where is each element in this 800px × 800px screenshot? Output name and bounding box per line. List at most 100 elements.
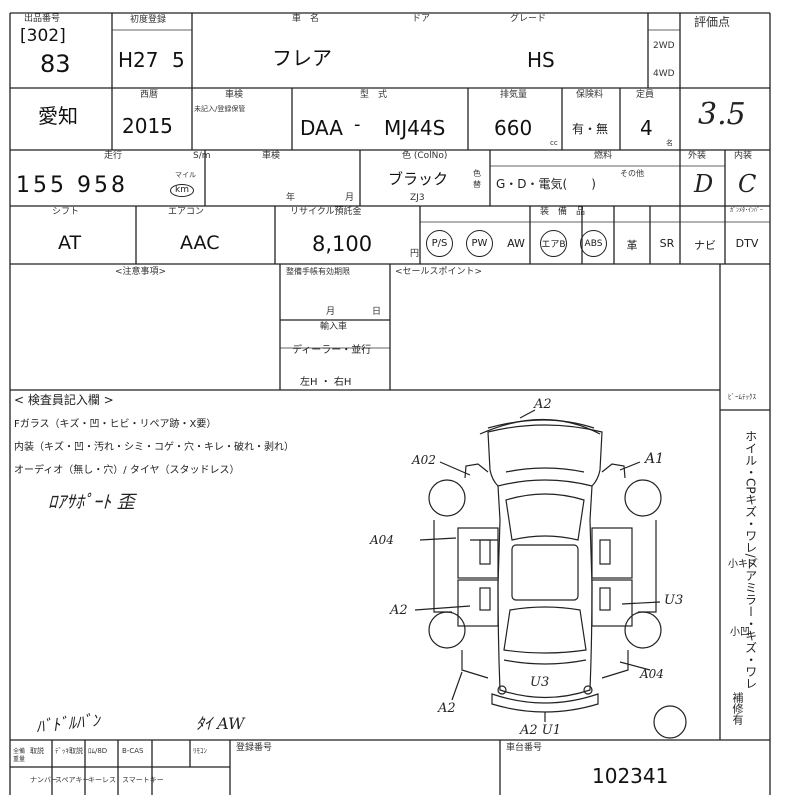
interior: C xyxy=(738,170,757,198)
cc-label: 排気量 xyxy=(500,90,528,100)
capacity-label: 定員 xyxy=(636,90,655,100)
reg-number-label: 登録番号 xyxy=(236,743,273,753)
equip-label: 装 備 品 xyxy=(540,207,586,217)
fee: 有・無 xyxy=(572,122,609,136)
side-extra: 補修有 xyxy=(731,692,744,725)
color-change: 色替 xyxy=(473,169,481,190)
shift: AT xyxy=(58,232,82,254)
door-label: ドア xyxy=(412,14,431,24)
reg-month: 5 xyxy=(172,48,185,72)
lot-number: 83 xyxy=(40,50,71,78)
recycle-label: リサイクル預託金 xyxy=(290,207,362,217)
inspect-label: 車検 xyxy=(225,90,244,100)
kit-label-bcas: B-CAS xyxy=(122,747,144,755)
warranty-day: 日 xyxy=(372,307,382,317)
dealer: ディーラー・並行 xyxy=(292,345,372,356)
import-label: 輸入車 xyxy=(320,322,348,332)
car-name: フレア xyxy=(272,46,332,70)
equip-airbag: エアB xyxy=(540,230,567,257)
fee-label: 保険料 xyxy=(576,90,604,100)
kit-label-rom: ﾛﾑ/8D xyxy=(88,747,108,755)
damage-mark-rear-center: U3 xyxy=(530,675,550,690)
inspect-note: 未記入/登録保管 xyxy=(194,105,246,113)
year-unit: 年 xyxy=(286,193,296,203)
year: 2015 xyxy=(122,114,173,138)
score: 3.5 xyxy=(698,97,746,132)
side-small-2: 小凹 xyxy=(730,627,750,638)
drive-4wd: 4WD xyxy=(653,69,675,79)
damage-mark-bottom-center: A2 U1 xyxy=(520,723,562,738)
fuel: G・D・電気( ) xyxy=(496,177,596,191)
equip-navi: ナビ xyxy=(694,239,716,252)
odo-unit-label: S/m xyxy=(193,151,211,161)
name-label: 車 名 xyxy=(292,14,320,24)
odo-label: 走行 xyxy=(104,151,123,161)
sale-label: <セールスポイント> xyxy=(395,267,483,277)
cc-unit: cc xyxy=(550,139,558,147)
side-label: 全備重量 xyxy=(13,748,26,763)
damage-mark-front-left: A02 xyxy=(412,453,436,467)
caution-label: <注意事項> xyxy=(115,267,167,277)
inspector-comment: ﾛｱｻﾎﾟｰﾄ 歪 xyxy=(48,492,135,513)
kit-label-spare: スペアキー xyxy=(55,776,90,784)
side-note: ホイル・CPキズ・ワレ/ドアミラー・キズ・ワレ xyxy=(743,430,758,690)
damage-mark-right-rear: U3 xyxy=(664,593,684,608)
kit-label-manual: 取説 xyxy=(30,747,44,755)
mileage: 155 958 xyxy=(16,173,128,198)
equip-aw: AW xyxy=(507,237,525,250)
reg-label: 初度登録 xyxy=(130,15,167,25)
model-label: 型 式 xyxy=(360,90,388,100)
inspector-title: < 検査員記入欄 > xyxy=(14,393,114,407)
frame-number-label: 車台番号 xyxy=(506,743,543,753)
year-label: 西暦 xyxy=(140,90,159,100)
ac-label: エアコン xyxy=(168,207,205,217)
equip-abs: ABS xyxy=(580,230,607,257)
glass-note: Fガラス（キズ・凹・ヒビ・リペア跡・X要） xyxy=(14,419,217,430)
recycle: 8,100 xyxy=(312,232,373,256)
kit-label-smartkey: スマートキー xyxy=(122,776,164,784)
equip-dtv: DTV xyxy=(735,237,759,250)
cc: 660 xyxy=(494,116,533,140)
venue-label: 出品番号 xyxy=(24,14,61,24)
color-code: ZJ3 xyxy=(410,193,425,203)
mileage-unit-top: マイル xyxy=(175,171,196,179)
equip-leather: 革 xyxy=(626,239,638,252)
damage-mark-left-rear: A2 xyxy=(390,603,408,618)
warranty-month: 月 xyxy=(326,307,336,317)
recycle-unit: 円 xyxy=(410,249,420,259)
capacity-unit: 名 xyxy=(666,139,673,147)
fuel-other: その他 xyxy=(620,169,644,178)
interior-note: 内装（キズ・凹・汚れ・シミ・コゲ・穴・キレ・破れ・剥れ） xyxy=(14,442,294,453)
month-unit: 月 xyxy=(345,193,355,203)
color-label: 色 (ColNo) xyxy=(402,151,448,161)
damage-mark-top: A2 xyxy=(534,397,552,412)
handle: 左H ・ 右H xyxy=(300,377,352,388)
shift-label: シフト xyxy=(52,207,80,217)
kit-label-keyless: キーレス xyxy=(88,776,116,784)
equip-sr: SR xyxy=(659,237,675,250)
model: MJ44S xyxy=(384,116,446,140)
color: ブラック xyxy=(388,170,449,188)
bottom-note-2: ﾀｲ AW xyxy=(196,714,245,733)
reg-year: H27 xyxy=(118,48,159,72)
model-dash: - xyxy=(354,114,361,135)
frame-number: 102341 xyxy=(592,764,669,788)
exterior: D xyxy=(694,170,714,198)
kit-label-deck: ﾃﾞｯｷ取説 xyxy=(55,747,83,755)
side-small-1: 小キズ xyxy=(728,559,758,570)
damage-mark-right-bottom: A04 xyxy=(640,667,664,681)
damage-mark-bottom-left: A2 xyxy=(438,701,456,716)
grade: HS xyxy=(527,48,555,72)
capacity: 4 xyxy=(640,116,653,140)
audio-note: オーディオ（無し・穴）/ タイヤ（スタッドレス） xyxy=(14,465,240,476)
drive-2wd: 2WD xyxy=(653,41,675,51)
exterior-label: 外装 xyxy=(688,151,707,161)
region: 愛知 xyxy=(38,104,78,128)
interior-label: 内装 xyxy=(734,151,753,161)
kit-label-number: ナンバー xyxy=(30,776,58,784)
model-prefix: DAA xyxy=(300,116,343,140)
ac: AAC xyxy=(180,232,220,254)
